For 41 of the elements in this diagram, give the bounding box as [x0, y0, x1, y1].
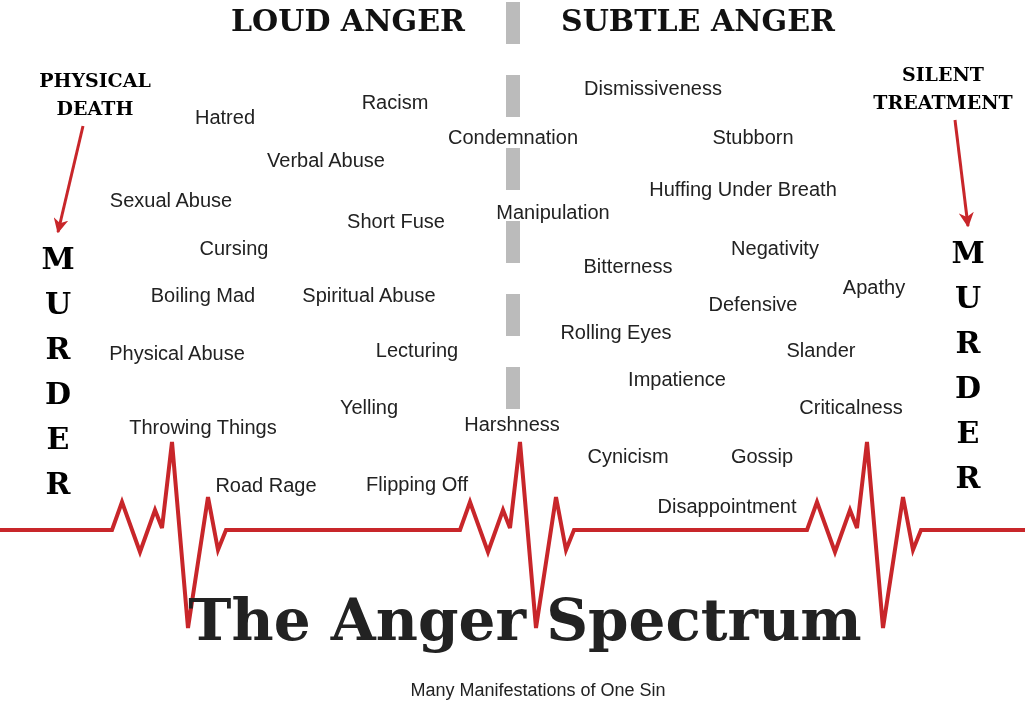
anger-term: Harshness — [464, 412, 560, 436]
anger-term: Spiritual Abuse — [302, 283, 436, 307]
anger-term: Rolling Eyes — [560, 320, 672, 344]
arrow — [53, 125, 85, 234]
anger-term: Dismissiveness — [584, 76, 722, 100]
anger-term: Negativity — [731, 236, 819, 260]
anger-term: Sexual Abuse — [109, 188, 233, 212]
anger-term: Verbal Abuse — [267, 148, 385, 172]
diagram-title: The Anger Spectrum — [188, 586, 862, 654]
anger-term: Cynicism — [587, 444, 669, 468]
anger-term: Slander — [786, 338, 856, 362]
vertical-word: MURDER — [951, 230, 985, 500]
anger-term: Gossip — [730, 444, 794, 468]
anger-term: Racism — [361, 90, 429, 114]
anger-term: Criticalness — [799, 395, 903, 419]
anger-term: Disappointment — [657, 494, 797, 518]
anger-term: Stubborn — [712, 125, 794, 149]
callout-text: SILENT TREATMENT — [850, 60, 1025, 116]
anger-term: Short Fuse — [347, 209, 445, 233]
anger-term: Apathy — [842, 275, 906, 299]
vertical-word: MURDER — [41, 236, 75, 506]
anger-term: Defensive — [708, 292, 798, 316]
column-heading: LOUD ANGER — [231, 2, 465, 38]
anger-term: Cursing — [199, 236, 269, 260]
arrow — [953, 119, 974, 228]
callout-text: PHYSICAL DEATH — [20, 66, 170, 122]
diagram-caption: Many Manifestations of One Sin — [410, 679, 666, 701]
anger-term: Road Rage — [215, 473, 317, 497]
anger-term: Yelling — [339, 395, 399, 419]
anger-term: Throwing Things — [129, 415, 277, 439]
anger-term: Manipulation — [496, 200, 610, 224]
anger-term: Lecturing — [375, 338, 459, 362]
anger-term: Huffing Under Breath — [649, 177, 837, 201]
anger-term: Bitterness — [583, 254, 673, 278]
anger-term: Condemnation — [447, 125, 579, 149]
anger-term: Flipping Off — [366, 472, 468, 496]
anger-term: Boiling Mad — [150, 283, 256, 307]
anger-term: Physical Abuse — [109, 341, 245, 365]
column-heading: SUBTLE ANGER — [561, 2, 835, 38]
anger-term: Impatience — [628, 367, 726, 391]
anger-term: Hatred — [195, 105, 255, 129]
